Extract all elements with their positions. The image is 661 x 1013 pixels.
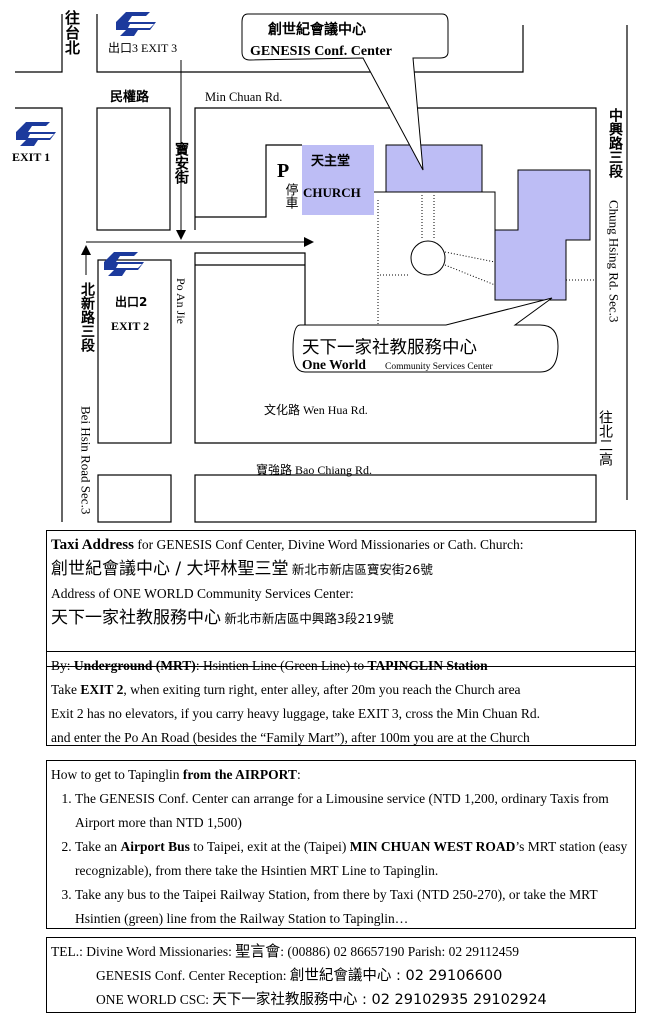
taxi-address-box: Taxi Address for GENESIS Conf Center, Di… [46,530,636,667]
label-church-en: CHURCH [303,185,361,200]
mrt-line: : Hsintien Line (Green Line) to [195,658,368,673]
mrt-line4: and enter the Po An Road (besides the “F… [51,730,530,745]
one-world-building [494,169,591,301]
genesis-callout [241,13,449,171]
taxi-address-1: 新北市新店區寶安街26號 [291,562,433,577]
label-to-taipei: 往台北 [63,9,81,55]
road-lines [15,14,628,523]
mrt-take: Take [51,682,81,697]
airport-option-2: Take an Airport Bus to Taipei, exit at t… [75,835,631,883]
mrt-take-rest: , when exiting turn right, enter alley, … [123,682,521,697]
airport-intro-end: : [296,767,301,782]
label-bao-an-zh: 寶安街 [173,141,190,185]
label-one-world-zh: 天下一家社教服務中心 [302,338,477,358]
label-to-bei-er-gao: 往北二高 [597,410,613,466]
tel-oneworld-label: ONE WORLD CSC: [96,992,213,1007]
taxi-title: Taxi Address [51,537,134,553]
tel-genesis-number: 創世紀會議中心 : 02 29106600 [289,967,503,984]
opt2-station: MIN CHUAN WEST ROAD [349,839,516,854]
opt2-b: to Taipei, exit at the (Taipei) [189,839,350,854]
mrt-station: TAPINGLIN Station [367,658,488,673]
one-world-callout [292,297,559,373]
label-exit3: 出口3 EXIT 3 [108,41,177,55]
label-min-chuan-en: Min Chuan Rd. [205,90,282,104]
label-chung-hsing-en: Chung Hsing Rd. Sec.3 [607,200,622,322]
mrt-by: By: [51,658,74,673]
airport-intro-bold: from the AIRPORT [182,767,297,782]
taxi-title-rest: for GENESIS Conf Center, Divine Word Mis… [133,537,524,552]
tel-svd-number: : (00886) 02 86657190 Parish: 02 2911245… [280,944,520,959]
taxi-oneworld-label: Address of ONE WORLD Community Services … [51,586,354,601]
label-bei-hsin-zh: 北新路三段 [79,282,95,353]
mrt-logo-icon [16,122,56,146]
plaza-circle [410,240,446,276]
tel-genesis-label: GENESIS Conf. Center Reception: [96,967,290,983]
telephone-box: TEL.: Divine Word Missionaries: 聖言會: (00… [46,937,636,1013]
label-min-chuan-zh: 民權路 [110,89,150,105]
opt2-c: ’s MRT station (easy recognizable), from… [75,839,628,878]
airport-intro: How to get to Tapinglin [51,767,183,782]
label-one-world-en-b: Community Services Center [385,362,493,372]
airport-directions-box: How to get to Tapinglin from the AIRPORT… [46,760,636,929]
mrt-directions-box: By: Underground (MRT): Hsintien Line (Gr… [46,651,636,746]
label-parking-zh: 停車 [283,182,299,209]
mrt-logo-icon [104,252,144,276]
label-chung-hsing-zh: 中興路三段 [607,107,623,179]
mrt-exit2: EXIT 2 [80,682,124,697]
label-exit2-en: EXIT 2 [111,319,149,333]
tel-label: TEL.: Divine Word Missionaries: [51,944,236,959]
label-parking: P [277,160,289,182]
label-one-world-en-a: One World [302,357,366,372]
taxi-oneworld-name: 天下一家社教服務中心 [51,608,221,628]
airport-option-1: The GENESIS Conf. Center can arrange for… [75,787,631,835]
genesis-building [385,144,483,193]
label-bei-hsin-en: Bei Hsin Road Sec.3 [79,406,94,514]
label-exit1: EXIT 1 [12,150,50,164]
airport-option-3: Take any bus to the Taipei Railway Stati… [75,883,631,931]
opt2-a: Take an [75,839,121,854]
tel-oneworld-number: 天下一家社教服務中心 : 02 29102935 29102924 [212,992,547,1008]
mrt-underground: Underground (MRT) [73,658,196,673]
opt2-bus: Airport Bus [120,839,190,854]
taxi-names: 創世紀會議中心 / 大坪林聖三堂 [51,559,289,579]
mrt-line3: Exit 2 has no elevators, if you carry he… [51,706,541,721]
label-po-an: Po An Jie [174,278,188,324]
label-church-zh: 天主堂 [311,153,350,169]
label-genesis-en: GENESIS Conf. Center [250,44,392,59]
taxi-address-2: 新北市新店區中興路3段219號 [224,611,394,626]
label-exit2-zh: 出口2 [115,294,147,309]
location-map: 往台北 出口3 EXIT 3 EXIT 1 民權路 Min Chuan Rd. … [12,9,628,523]
church-building [302,145,374,215]
label-bao-chiang: 寶強路 Bao Chiang Rd. [256,462,372,477]
label-genesis-zh: 創世紀會議中心 [267,21,366,38]
tel-svd-zh: 聖言會 [235,942,281,960]
mrt-logo-icon [116,12,156,36]
label-wen-hua: 文化路 Wen Hua Rd. [264,402,368,417]
